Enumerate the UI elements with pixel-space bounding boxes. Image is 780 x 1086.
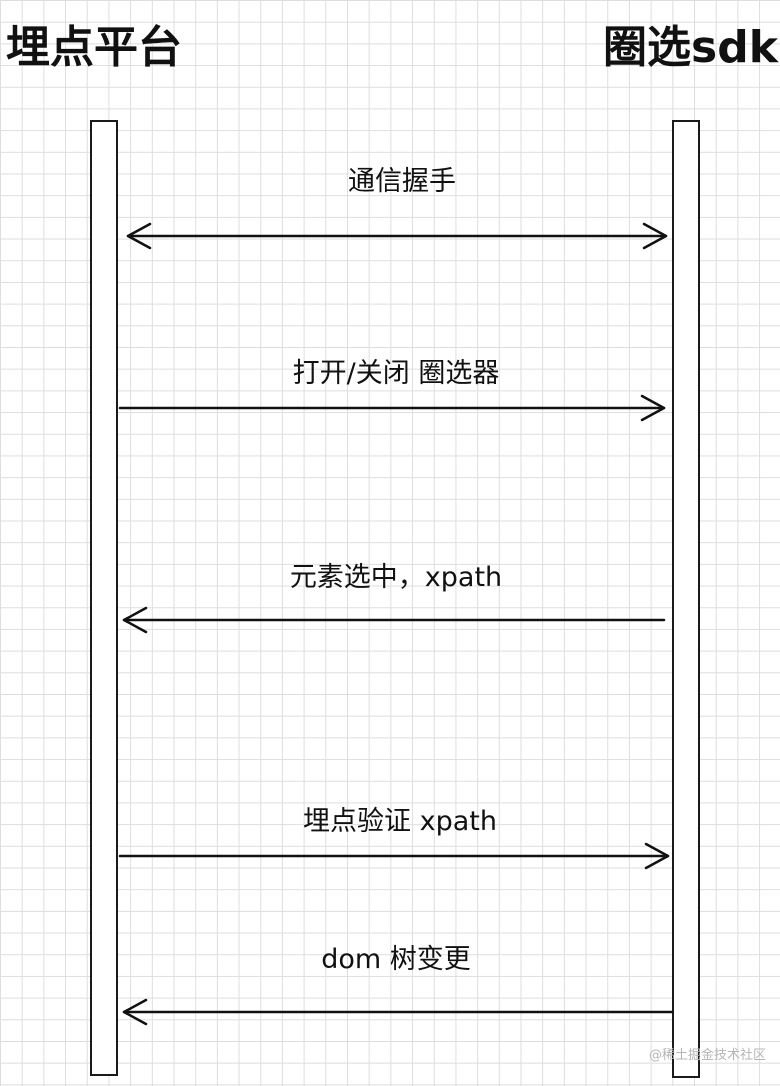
lifeline-left	[90, 120, 118, 1076]
arrowhead-element-selected	[122, 606, 148, 634]
arrowhead-handshake-right	[642, 222, 668, 250]
lifeline-right	[672, 120, 700, 1078]
arrowhead-verify-xpath	[644, 842, 670, 870]
message-label-toggle-selector: 打开/关闭 圈选器	[292, 358, 500, 389]
arrowhead-toggle-selector	[640, 394, 666, 422]
arrowhead-handshake-left	[126, 222, 152, 250]
message-label-verify-xpath: 埋点验证 xpath	[303, 806, 497, 837]
message-label-element-selected: 元素选中，xpath	[289, 562, 503, 593]
participant-title-left: 埋点平台	[6, 22, 182, 73]
arrowhead-dom-change	[122, 998, 148, 1026]
watermark: @稀土掘金技术社区	[648, 1048, 766, 1063]
message-label-dom-change: dom 树变更	[321, 944, 471, 975]
message-label-handshake: 通信握手	[348, 166, 456, 197]
participant-title-right: 圈选sdk	[603, 22, 778, 73]
